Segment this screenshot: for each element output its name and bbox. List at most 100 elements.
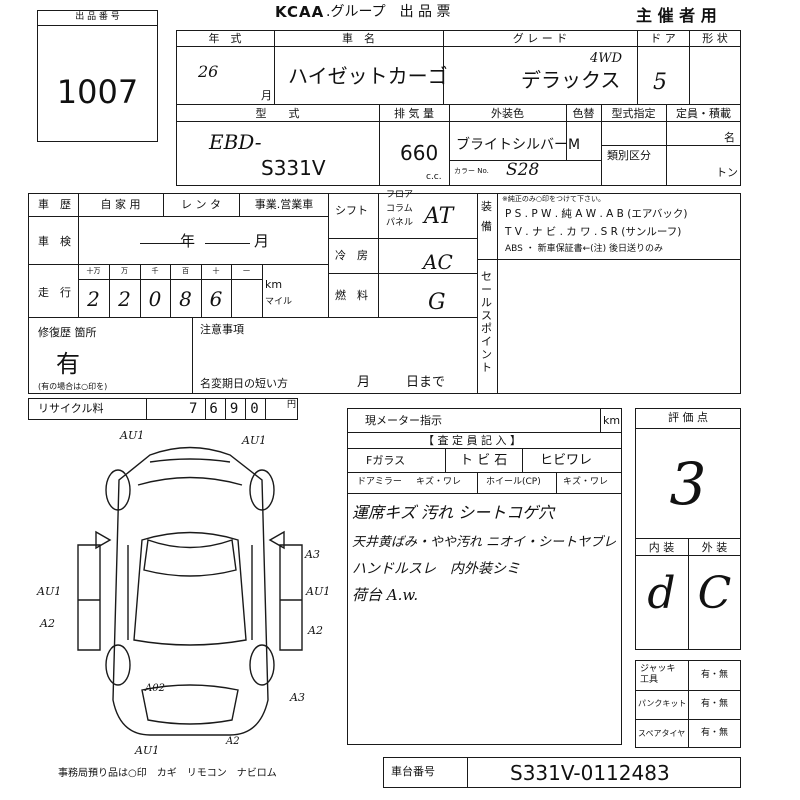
history-private[interactable]: 自 家 用 [100,198,141,211]
door-mirror-opts[interactable]: キズ・ワレ [416,477,462,487]
meter-label: 現メーター指示 [365,414,442,427]
color-value: ブライトシルバーM [456,137,581,153]
lot-number: 1007 [56,73,139,111]
capacity-persons-unit: 名 [724,131,735,144]
damage-mark-right-mid1: A3 [305,548,320,561]
form-title: .グループ 出 品 票 [326,4,451,20]
chassis-number: S331V-0112483 [510,761,670,785]
repair-label: 修復歴 箇所 [38,326,97,339]
meter-km-unit: km [603,414,621,427]
damage-mark-right-mid2: AU1 [306,585,331,598]
mileage-label-text: 走 行 [38,286,71,299]
jack-yes-no[interactable]: 有・無 [700,670,728,680]
chassis-number-label: 車台番号 [391,765,435,778]
inspector-label: 【 査 定 員 記 入 】 [423,434,521,447]
mile-unit: マイル [265,297,293,307]
repair-note: (有の場合は○印を) [38,382,108,391]
damage-mark-top-left: AU1 [120,429,145,442]
interior-label: 内 装 [648,541,675,554]
month-suffix: 月 [261,89,272,102]
digit-header-10k: 万 [121,267,128,275]
mileage-digit: 2 [118,287,131,311]
grade-label: グ レ ー ド [512,32,568,45]
color-no-label: カラー No. [454,167,489,175]
mileage-digit: 6 [209,287,223,311]
puncture-kit-yes-no[interactable]: 有・無 [700,699,728,709]
inspector-block [347,408,622,745]
ac-label: 冷 房 [335,249,368,262]
history-rental[interactable]: レ ン タ [181,198,221,211]
exterior-grade: C [697,568,732,619]
grade-note: 4WD [590,51,623,66]
equipment-note: ※純正のみ○印をつけて下さい。 [502,195,605,203]
fuel-value: G [428,290,446,315]
damage-mark-top-right: AU1 [242,434,267,447]
digit-header-1k: 千 [151,267,159,275]
damage-mark-left-low: A2 [40,617,55,630]
designation-label: 型式指定 [611,107,656,120]
jack-label: ジャッキ 工具 [640,664,676,685]
displacement-value: 660 [400,141,439,165]
year-label: 年 式 [208,32,242,45]
recycle-fee-value: 7690 [189,401,271,417]
damage-mark-bottom-left: A02 [145,683,165,694]
mileage-digit: 0 [148,287,162,311]
inspection-year: 年 [180,232,196,250]
deadline-day: 日まで [406,375,446,390]
class-label: 類別区分 [607,149,651,162]
wheel-opts[interactable]: キズ・ワレ [563,477,609,487]
digit-header-1: 一 [243,267,250,275]
damage-mark-bottom-right: A3 [290,691,305,704]
shift-opt-column: コラム [386,204,413,214]
recycle-fee-unit: 円 [287,400,297,410]
equipment-line2[interactable]: T V . ナ ビ . カ ワ . S R (サンルーフ) [505,226,682,238]
km-unit: km [265,278,283,291]
displacement-label: 排 気 量 [394,107,434,120]
shift-opt-panel: パネル [386,218,414,228]
office-note: 事務局預り品は○印 カギ リモコン ナビロム [58,768,277,779]
interior-grade: d [647,568,676,619]
digit-header-10: 十 [212,267,220,275]
repair-value: 有 [56,350,80,378]
deadline-label: 名変期日の短い方 [200,377,288,390]
damage-mark-left-mid: AU1 [37,585,62,598]
cc-unit: c.c. [426,172,442,182]
capacity-label: 定員・積載 [676,107,731,120]
digit-header-100: 百 [182,267,189,275]
damage-mark-bottom-mid: A2 [226,736,240,747]
history-commercial[interactable]: 事業.営業車 [254,198,314,211]
mileage-digit: 8 [179,287,192,311]
year-value: 26 [198,62,219,81]
door-mirror-label: ドアミラー [357,477,402,487]
color-label: 外装色 [491,107,524,120]
inspection-note-line: ハンドルスレ 内外装シミ [352,561,520,577]
history-label: 車 歴 [38,198,71,211]
fuel-label: 燃 料 [335,289,368,302]
equipment-line1[interactable]: P S . P W . 純 A W . A B (エアバック) [505,208,688,220]
doors-value: 5 [653,70,667,95]
front-glass-chip[interactable]: ト ビ 石 [460,453,508,468]
recycle-fee-block [28,398,298,420]
front-glass-crack[interactable]: ヒビワレ [540,453,593,468]
equipment-line3[interactable]: ABS ・ 新車保証書←(注) 後日送りのみ [505,244,664,254]
shift-value: AT [424,204,454,229]
organizer-label: 主 催 者 用 [636,6,717,25]
model-value: S331V [261,156,326,180]
rating-score: 3 [669,450,707,518]
puncture-kit-label: パンクキット [638,699,687,708]
deadline-month: 月 [357,375,371,390]
inspection-note-line: 天井黄ばみ・やや汚れ ニオイ・シートヤブレ [352,535,617,550]
caution-label: 注意事項 [200,323,244,336]
body-type-label: 形 状 [702,32,728,45]
sales-point-label: セールスポイント [481,270,492,374]
spare-tire-yes-no[interactable]: 有・無 [700,728,728,738]
damage-mark-right-low: A2 [308,624,323,637]
model-label: 型 式 [255,107,300,120]
lot-number-box [37,10,158,142]
car-name-value: ハイゼットカーゴ [288,64,448,88]
inspection-note-line: 荷台 A.w. [352,586,419,604]
color-no-value: S28 [506,160,540,180]
mileage-digit: 2 [87,287,100,311]
org-logo: KCAA [275,3,325,21]
